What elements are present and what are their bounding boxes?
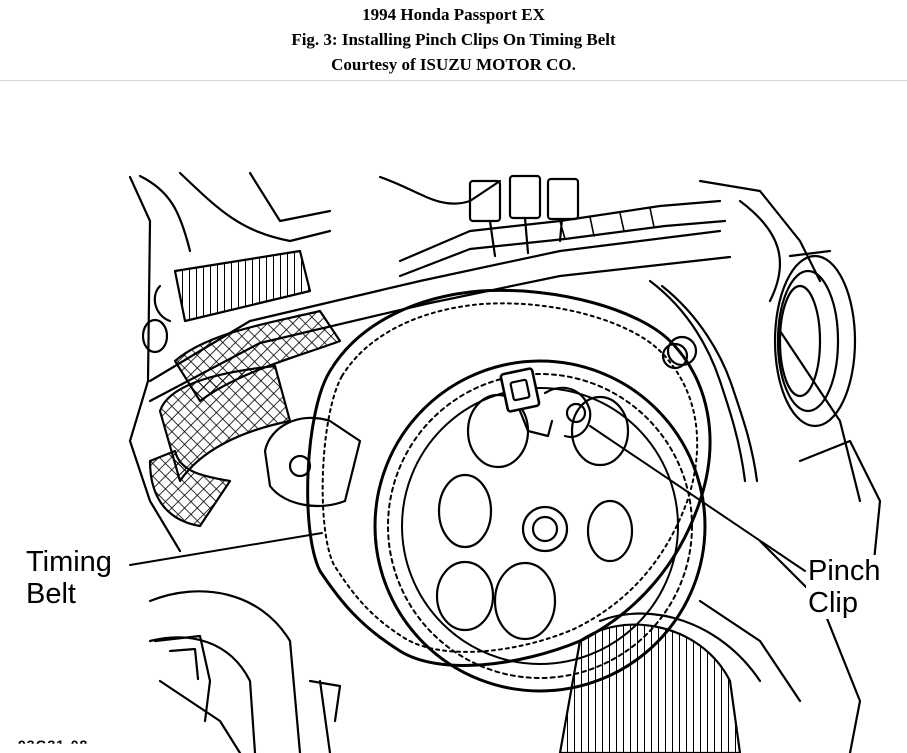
lower-housing (153, 634, 342, 723)
timing-belt (306, 288, 712, 667)
engine-line-drawing (128, 171, 882, 753)
pinch-clip-label-line2: Clip (808, 587, 858, 619)
alternator-pulley (773, 249, 857, 428)
courtesy-line: Courtesy of ISUZU MOTOR CO. (331, 55, 576, 74)
timing-belt-leader-line (129, 532, 323, 566)
crank-pulley-ribbed (558, 612, 762, 753)
sensor-wire (648, 279, 759, 483)
tensioner-bracket (263, 335, 698, 508)
hatched-hoses (148, 309, 342, 528)
figure-header: 1994 Honda Passport EX Fig. 3: Installin… (0, 0, 907, 81)
camshaft-sprocket (373, 359, 707, 693)
vehicle-title: 1994 Honda Passport EX (362, 5, 545, 24)
pinch-clip-label-line1: Pinch (808, 555, 881, 587)
timing-belt-illustration: Timing Belt Pinch Clip 93G31-08 (0, 81, 907, 753)
pinch-clip-label: Pinch Clip (806, 555, 883, 619)
figure-title: Fig. 3: Installing Pinch Clips On Timing… (291, 30, 616, 49)
ribbed-hose (141, 249, 312, 354)
timing-belt-label-line1: Timing (26, 546, 112, 578)
wiring-harness (398, 174, 727, 278)
pinch-clip (499, 367, 592, 439)
timing-belt-label-line2: Belt (26, 578, 76, 610)
pinch-clip-leader-line (589, 425, 806, 572)
timing-belt-label: Timing Belt (24, 546, 114, 610)
figure-code: 93G31-08 (14, 737, 93, 744)
